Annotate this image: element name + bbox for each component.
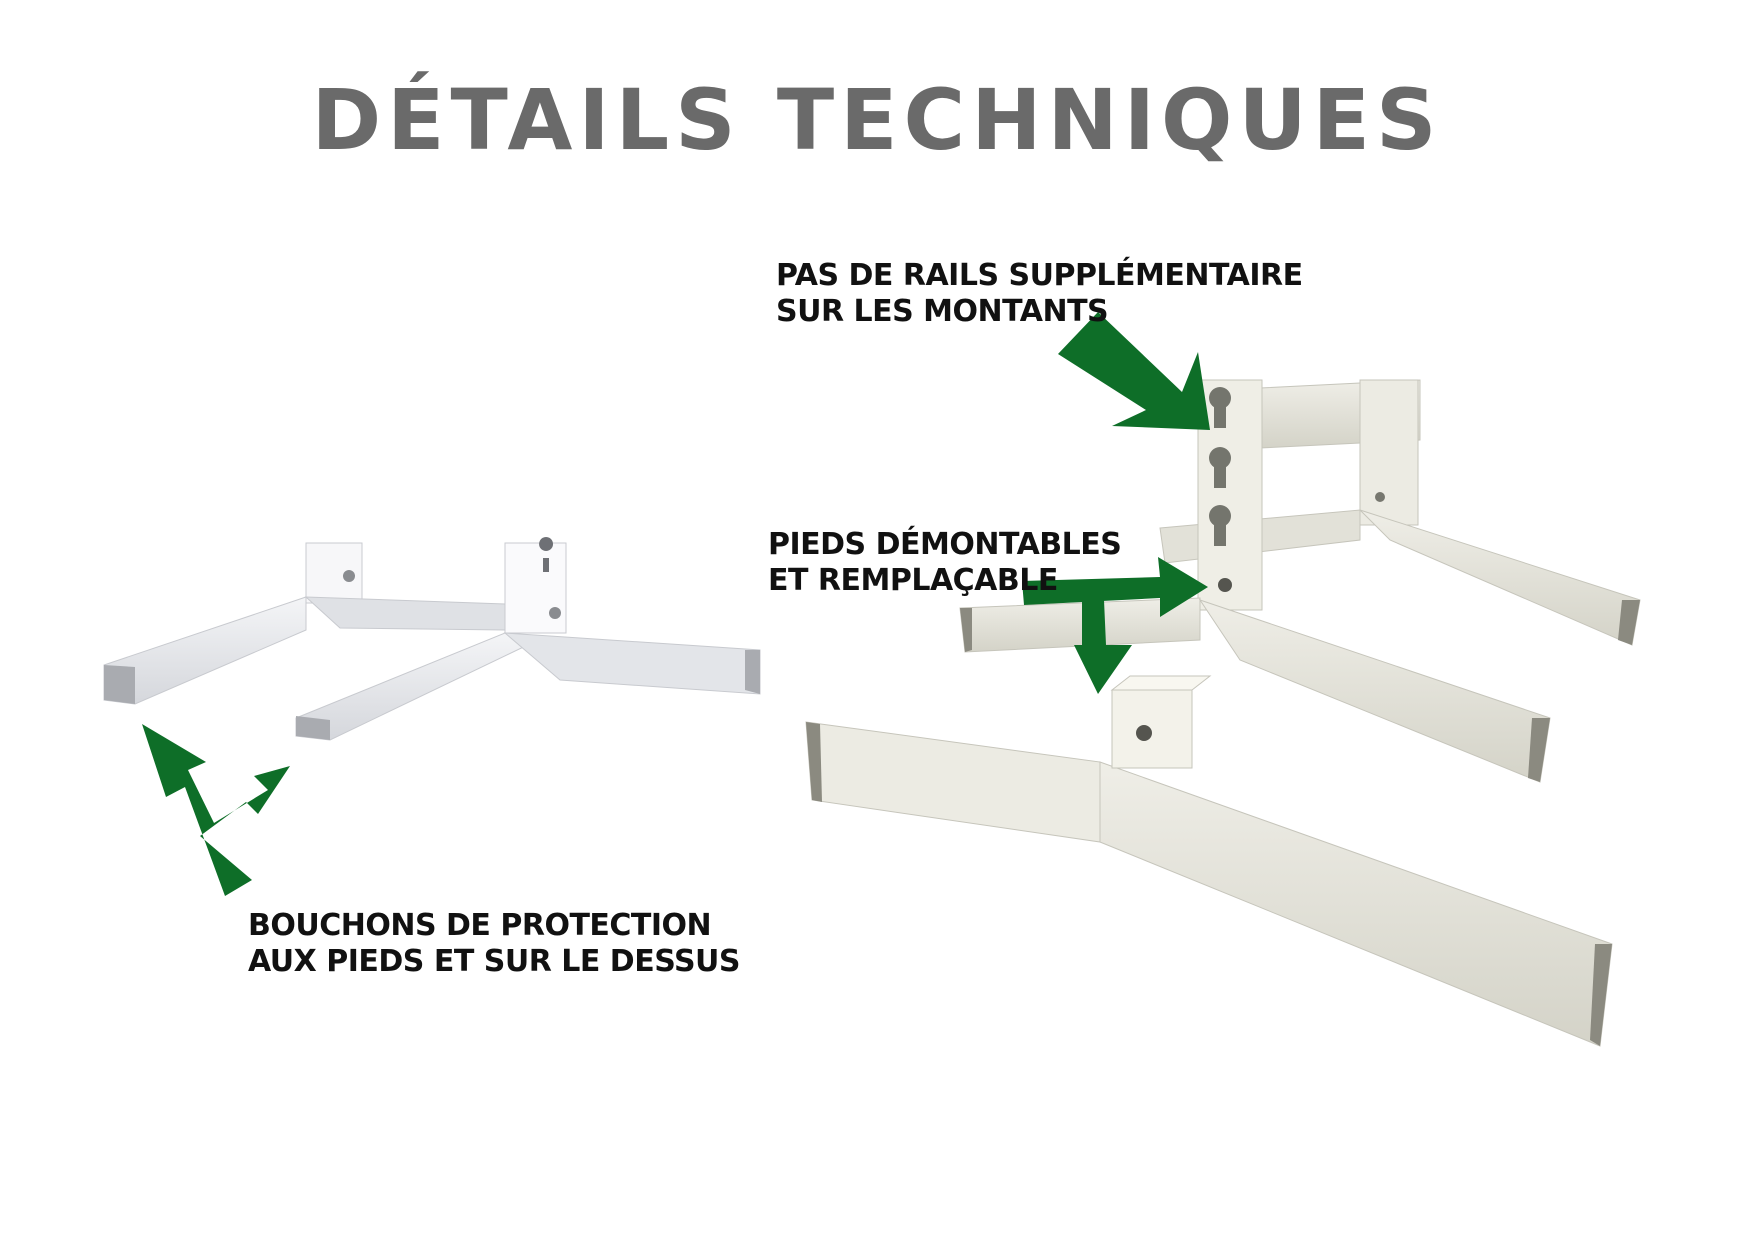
callout-caps-line2: AUX PIEDS ET SUR LE DESSUS <box>248 944 741 979</box>
arrow-feet-down-icon <box>1074 600 1132 694</box>
callout-rails-line2: SUR LES MONTANTS <box>776 294 1109 329</box>
callout-caps: BOUCHONS DE PROTECTION AUX PIEDS ET SUR … <box>248 908 741 980</box>
callout-feet-line1: PIEDS DÉMONTABLES <box>768 527 1122 562</box>
page-title: DÉTAILS TECHNIQUES <box>311 71 1443 169</box>
annotation-arrows <box>142 312 1210 896</box>
callout-rails-line1: PAS DE RAILS SUPPLÉMENTAIRE <box>776 258 1303 293</box>
arrow-caps-icon <box>142 724 290 896</box>
arrow-feet-right-icon <box>1022 557 1208 617</box>
arrow-rails-icon <box>1058 312 1210 430</box>
left-stand-photo <box>103 537 761 741</box>
callout-caps-line1: BOUCHONS DE PROTECTION <box>248 908 712 943</box>
callout-feet-line2: ET REMPLAÇABLE <box>768 563 1058 598</box>
callout-rails: PAS DE RAILS SUPPLÉMENTAIRE SUR LES MONT… <box>776 258 1303 330</box>
right-stand-photo <box>805 379 1641 1047</box>
callout-feet: PIEDS DÉMONTABLES ET REMPLAÇABLE <box>768 527 1122 599</box>
